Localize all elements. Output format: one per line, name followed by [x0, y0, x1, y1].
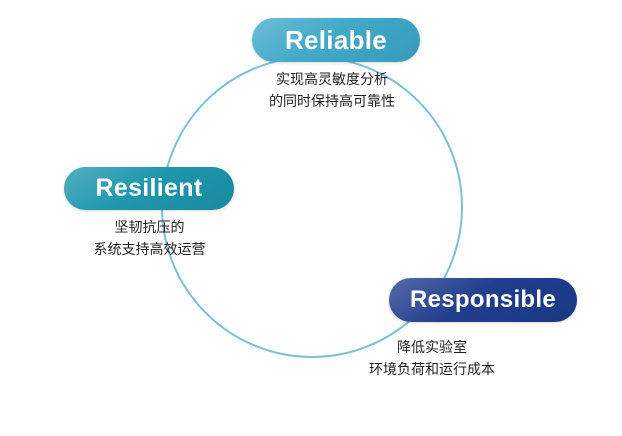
reliable-pill: Reliable	[252, 18, 420, 62]
resilient-label: Resilient	[95, 174, 203, 202]
reliable-caption-line-1: 实现高灵敏度分析	[276, 71, 388, 87]
responsible-caption-line-1: 降低实验室	[397, 339, 467, 355]
responsible-pill: Responsible	[389, 278, 577, 322]
responsible-caption: 降低实验室 环境负荷和运行成本	[342, 336, 522, 380]
responsible-label: Responsible	[410, 286, 556, 313]
resilient-caption: 坚韧抗压的 系统支持高效运营	[52, 216, 247, 260]
reliable-label: Reliable	[284, 24, 388, 55]
responsible-caption-line-2: 环境负荷和运行成本	[369, 361, 495, 377]
reliable-caption-line-2: 的同时保持高可靠性	[269, 93, 395, 109]
reliable-caption: 实现高灵敏度分析 的同时保持高可靠性	[237, 68, 427, 112]
resilient-caption-line-1: 坚韧抗压的	[114, 219, 185, 235]
resilient-pill: Resilient	[64, 167, 234, 210]
resilient-caption-line-2: 系统支持高效运营	[93, 241, 206, 257]
